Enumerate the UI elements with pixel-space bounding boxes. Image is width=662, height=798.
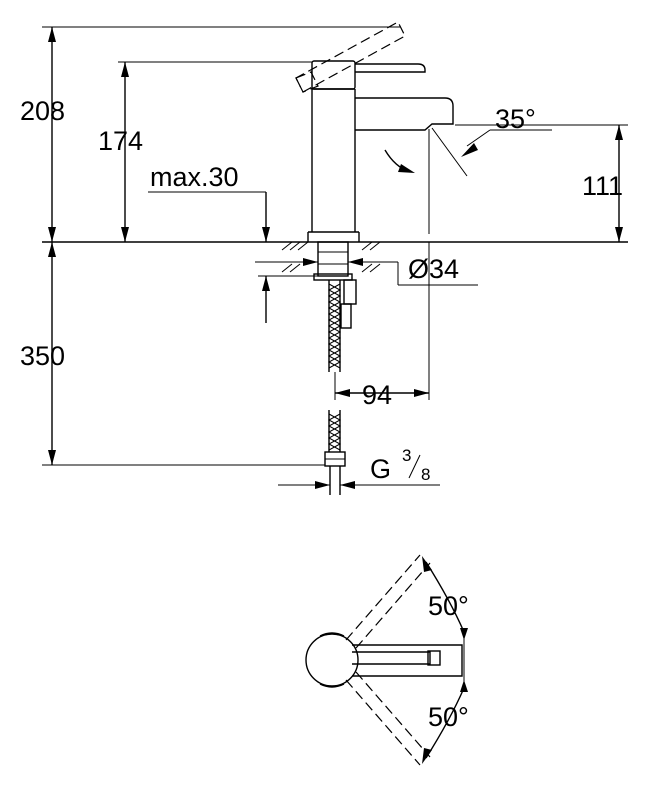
- total-height-label: 208: [20, 96, 65, 126]
- outlet-height-label: 111: [582, 171, 623, 201]
- connection-thread-dimension: [278, 481, 440, 489]
- hole-diameter-dimension: [255, 258, 478, 286]
- braided-hose: [327, 280, 342, 372]
- hose-connector: [324, 410, 346, 495]
- faucet-body: [307, 88, 360, 242]
- top-view-rotated-levers: [345, 554, 431, 766]
- spout-height-dimension: [118, 61, 312, 242]
- spout-height-label: 174: [98, 126, 143, 156]
- deck-thickness-label: max.30: [150, 162, 239, 192]
- outlet-height-dimension: [455, 124, 628, 242]
- projection-label: 94: [362, 380, 392, 410]
- top-view-faucet: [305, 632, 463, 688]
- rotation-angle-dimensions: [422, 556, 468, 764]
- faucet-spout: [355, 97, 454, 234]
- mounting-shank: [313, 241, 357, 329]
- hole-diameter-label: Ø34: [408, 254, 459, 284]
- rotation-down-label: 50°: [428, 702, 469, 732]
- spout-angle-label: 35°: [495, 104, 536, 134]
- spout-angle-dimension: [384, 127, 552, 177]
- connection-thread-base: G: [370, 454, 391, 484]
- connection-thread-fraction-slash: [408, 454, 421, 479]
- deck-hatching: [281, 241, 381, 273]
- below-deck-label: 350: [20, 341, 65, 371]
- below-deck-dimension: [42, 242, 325, 466]
- projection-dimension: [334, 242, 430, 400]
- rotation-up-label: 50°: [428, 591, 469, 621]
- connection-thread-denominator: 8: [421, 465, 430, 484]
- faucet-lever: [295, 21, 426, 93]
- connection-thread-numerator: 3: [402, 446, 411, 465]
- deck-thickness-dimension: [148, 191, 345, 323]
- total-height-dimension: [42, 26, 400, 242]
